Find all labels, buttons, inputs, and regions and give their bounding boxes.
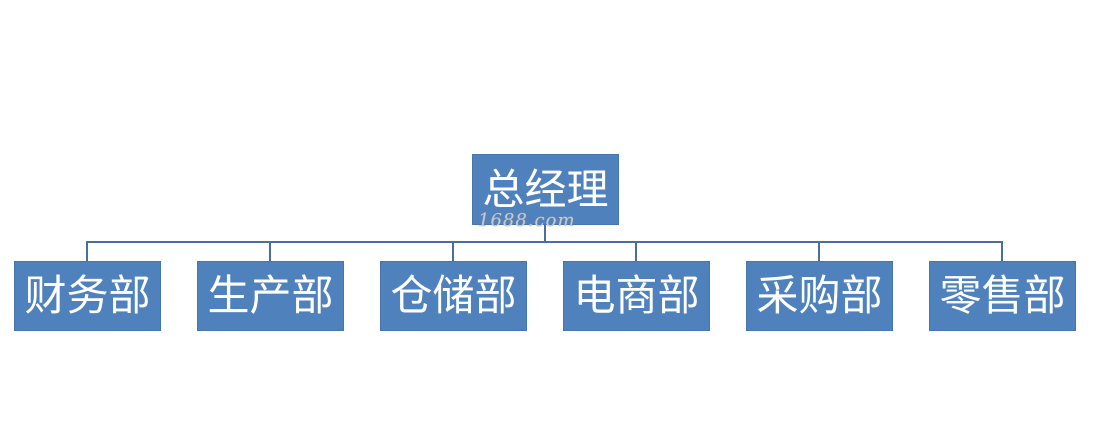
org-node-label: 电商部 xyxy=(573,271,700,320)
org-node-label: 财务部 xyxy=(24,271,151,320)
org-node-ecommerce: 电商部 xyxy=(563,261,710,331)
org-node-label: 采购部 xyxy=(756,271,883,320)
org-node-warehouse: 仓储部 xyxy=(380,261,527,331)
org-node-production: 生产部 xyxy=(197,261,344,331)
org-node-label: 仓储部 xyxy=(390,271,517,320)
org-node-finance: 财务部 xyxy=(14,261,161,331)
org-node-purchasing: 采购部 xyxy=(746,261,893,331)
org-node-label: 总经理 xyxy=(482,164,609,214)
org-node-retail: 零售部 xyxy=(929,261,1076,331)
org-node-label: 生产部 xyxy=(207,271,334,320)
org-node-label: 零售部 xyxy=(939,271,1066,320)
org-node-general-manager: 总经理 xyxy=(472,154,619,225)
